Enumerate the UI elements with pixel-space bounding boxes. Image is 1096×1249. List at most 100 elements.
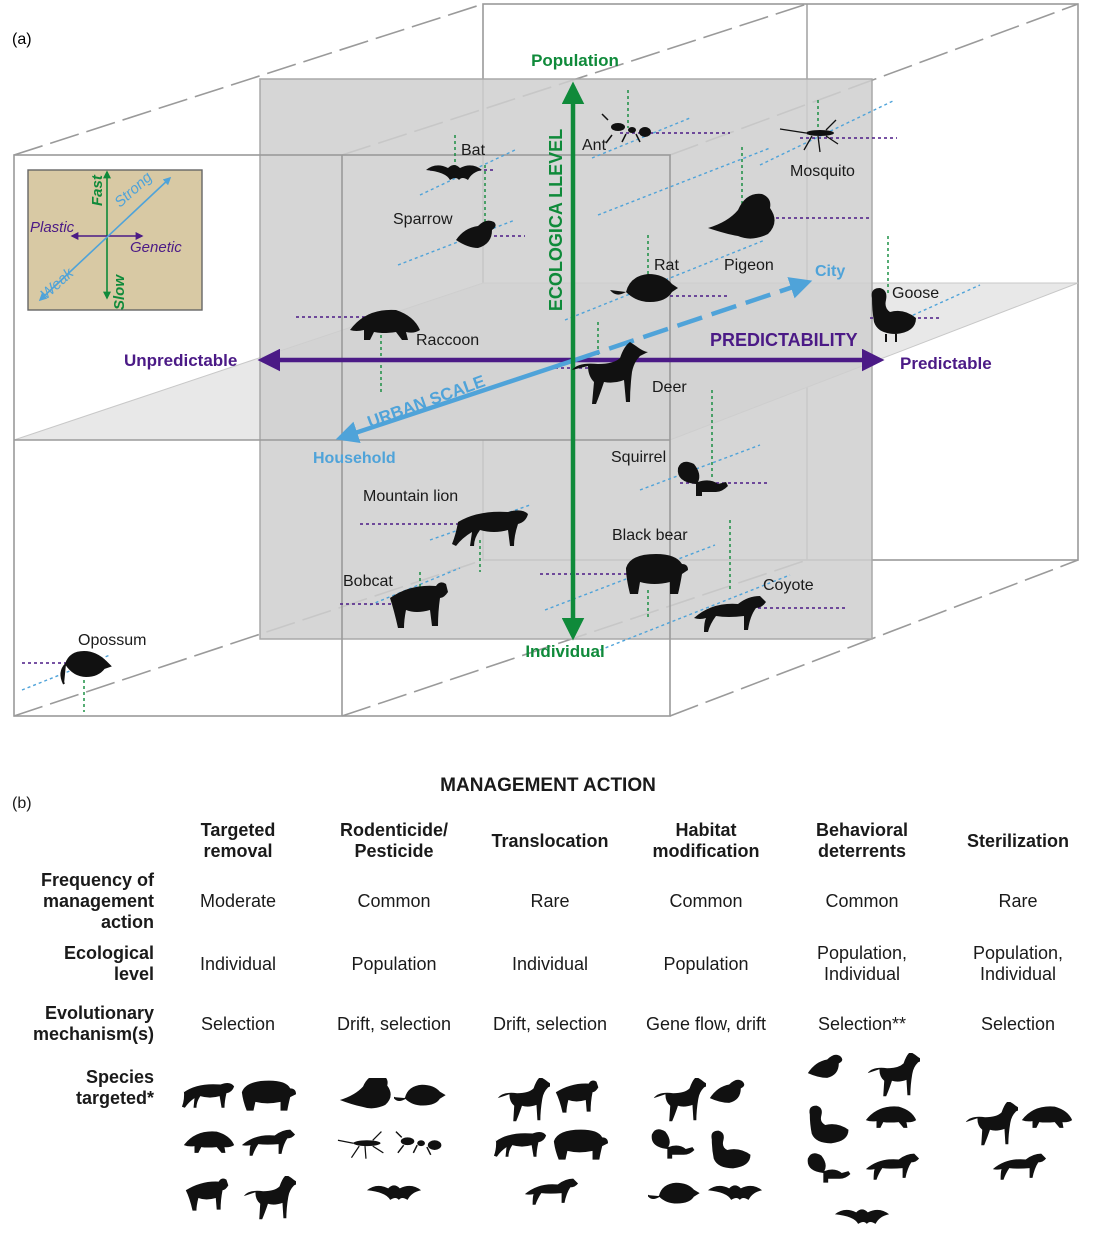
axis-label-household: Household: [313, 450, 396, 467]
bat-silhouette: [426, 165, 482, 180]
species-label-deer: Deer: [652, 379, 687, 396]
ant-silhouette: [601, 113, 651, 144]
species-label-goose: Goose: [892, 285, 939, 302]
table-cell: Gene flow, drift: [645, 1013, 767, 1034]
bat-silhouette: [366, 1184, 422, 1200]
deer-silhouette: [653, 1077, 706, 1121]
mosquito-silhouette: [779, 119, 839, 153]
coyote-silhouette: [865, 1153, 920, 1180]
table-cell: Population,Individual: [972, 943, 1064, 984]
rat-silhouette: [394, 1084, 446, 1106]
mountain-lion-silhouette: [493, 1131, 547, 1157]
species-label-coyote: Coyote: [763, 577, 814, 594]
deer-silhouette: [243, 1175, 296, 1219]
legend-fast: Fast: [89, 174, 106, 206]
table-cell: Moderate: [199, 891, 277, 911]
panel-b-label: (b): [12, 795, 32, 812]
coyote-silhouette: [524, 1178, 579, 1205]
species-label-mountain-lion: Mountain lion: [363, 488, 458, 505]
species-icons-cell: [472, 1053, 628, 1249]
coyote-silhouette: [241, 1129, 296, 1156]
black-bear-silhouette: [626, 554, 688, 594]
mountain-lion-silhouette: [452, 510, 528, 546]
table-cell: Population: [663, 953, 749, 974]
bat-silhouette: [834, 1209, 890, 1224]
table-cell: Rare: [998, 891, 1038, 911]
table-cell: Population: [351, 953, 437, 974]
table-cell: Selection**: [817, 1013, 907, 1034]
sparrow-silhouette: [456, 220, 496, 248]
table-corner: [0, 812, 160, 870]
pigeon-silhouette: [708, 193, 775, 239]
bobcat-silhouette: [390, 582, 448, 628]
panel-a-label: (a): [12, 31, 32, 48]
table-cell: Common: [669, 891, 743, 911]
species-icons-cell: [628, 1053, 784, 1249]
axis-label-city: City: [815, 263, 845, 280]
sparrow-silhouette: [807, 1054, 843, 1078]
deer-silhouette: [572, 342, 648, 404]
table-cell: Individual: [511, 953, 589, 974]
table-cell: Selection: [200, 1013, 276, 1034]
table-cell: Selection: [980, 1013, 1056, 1034]
legend-slow: Slow: [111, 274, 128, 310]
goose-silhouette: [711, 1130, 751, 1168]
axis-label-predictable: Predictable: [900, 354, 992, 373]
column-header: Sterilization: [966, 830, 1069, 851]
axis-label-unpredictable: Unpredictable: [124, 351, 237, 370]
goose-silhouette: [871, 288, 916, 342]
squirrel-silhouette: [677, 461, 728, 496]
legend-plastic: Plastic: [30, 219, 75, 236]
squirrel-silhouette: [807, 1153, 851, 1183]
bobcat-silhouette: [555, 1080, 599, 1113]
raccoon-silhouette: [1021, 1106, 1073, 1128]
opossum-silhouette: [60, 650, 112, 685]
coyote-silhouette: [992, 1153, 1047, 1180]
axis-label-individual: Individual: [525, 642, 604, 661]
species-icons-cell: [316, 1053, 472, 1249]
deer-silhouette: [965, 1102, 1018, 1146]
species-label-squirrel: Squirrel: [611, 449, 666, 466]
column-header: Translocation: [491, 830, 609, 851]
figure-canvas: (a) Fast Slow Strong Weak Plastic Geneti…: [12, 3, 1079, 717]
management-action-title: MANAGEMENT ACTION: [440, 775, 656, 796]
black-bear-silhouette: [553, 1129, 608, 1160]
raccoon-silhouette: [350, 309, 420, 340]
species-label-bobcat: Bobcat: [343, 573, 393, 590]
species-label-raccoon: Raccoon: [416, 332, 479, 349]
table-cell: Individual: [199, 953, 277, 974]
axis-title-ecological-level: ECOLOGICA LLEVEL: [546, 129, 566, 311]
bat-silhouette: [707, 1184, 763, 1200]
species-label-black-bear: Black bear: [612, 527, 688, 544]
squirrel-silhouette: [651, 1128, 695, 1159]
mountain-lion-silhouette: [181, 1082, 235, 1108]
black-bear-silhouette: [241, 1080, 296, 1111]
pigeon-silhouette: [339, 1077, 391, 1108]
rat-silhouette: [648, 1182, 700, 1204]
table-cell: Drift, selection: [336, 1013, 452, 1034]
table-cell: Common: [357, 891, 431, 911]
species-label-bat: Bat: [461, 142, 486, 159]
species-icons-cell: [940, 1053, 1096, 1249]
coyote-silhouette: [694, 596, 766, 632]
axis-title-predictability: PREDICTABILITY: [710, 330, 858, 350]
deer-silhouette: [867, 1053, 920, 1097]
column-header: Rodenticide/Pesticide: [339, 820, 448, 861]
rat-silhouette: [610, 274, 678, 302]
axis-label-population: Population: [531, 51, 619, 70]
table-cell: Drift, selection: [492, 1013, 608, 1034]
species-label-sparrow: Sparrow: [393, 211, 453, 228]
species-label-pigeon: Pigeon: [724, 257, 774, 274]
table-cell: Common: [825, 891, 899, 911]
species-label-ant: Ant: [582, 137, 607, 154]
bobcat-silhouette: [185, 1178, 229, 1211]
